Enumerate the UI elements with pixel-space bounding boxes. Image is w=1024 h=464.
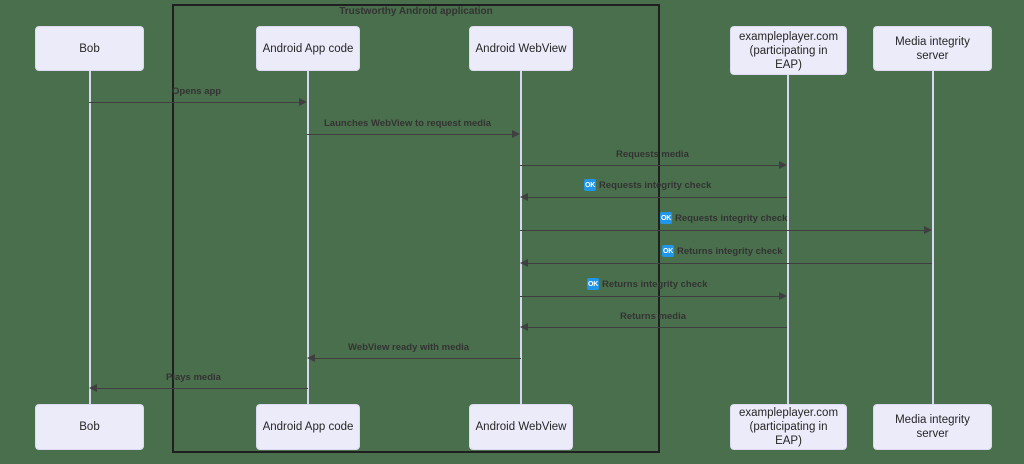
message-text-2: Launches WebView to request media [324,118,492,129]
lifeline-integrity [932,70,934,405]
message-label-opens-app: Opens app [172,86,221,97]
arrow-head-1 [299,98,307,106]
actor-sublabel-player-bottom: (participating in EAP) [749,421,828,447]
message-line-4 [528,197,787,198]
message-line-2 [307,134,512,135]
message-line-8 [528,327,787,328]
arrow-head-7 [779,292,787,300]
actor-box-player-bottom[interactable]: exampleplayer.com (participating in EAP) [730,404,847,450]
group-title: Trustworthy Android application [339,6,493,17]
actor-label-player-bottom: exampleplayer.com [738,407,839,419]
message-label-webview-ready-with-media: WebView ready with media [348,342,469,353]
message-label-requests-integrity-check-player: OK Requests integrity check [584,179,711,191]
message-text-8: Returns media [620,311,686,322]
lifeline-app [307,70,309,405]
actor-box-webview-bottom[interactable]: Android WebView [469,404,573,450]
arrow-head-3 [779,161,787,169]
message-line-10 [97,388,308,389]
actor-box-integrity-top[interactable]: Media integrity server [873,26,992,71]
message-label-requests-integrity-check-server: OK Requests integrity check [660,212,787,224]
message-text-1: Opens app [172,86,222,97]
ok-badge-icon-7: OK [587,278,599,290]
actor-label-bob-top: Bob [79,42,100,55]
actor-label-app-bottom: Android App code [262,421,354,433]
actor-label-integrity-bottom: Media integrity server [895,414,970,440]
group-box-trustworthy-android-application [172,4,660,453]
message-text-5: Requests integrity check [675,212,788,224]
ok-badge-icon-4: OK [584,179,596,191]
actor-box-app-bottom[interactable]: Android App code [256,404,360,450]
message-text-3: Requests media [616,149,689,160]
message-line-6 [528,263,932,264]
actor-box-bob-bottom[interactable]: Bob [35,404,144,450]
message-text-6: Returns integrity check [677,245,783,257]
message-line-1 [89,102,299,103]
message-line-7 [520,296,779,297]
actor-box-webview-top[interactable]: Android WebView [469,26,573,71]
arrow-head-2 [512,130,520,138]
message-label-launches-webview: Launches WebView to request media [324,118,491,129]
message-text-7: Returns integrity check [602,278,708,290]
message-text-4: Requests integrity check [599,179,712,191]
actor-box-bob-top[interactable]: Bob [35,26,144,71]
message-label-plays-media: Plays media [166,372,221,383]
actor-label-player-top: exampleplayer.com [738,30,839,43]
actor-label-webview-bottom: Android WebView [475,421,567,433]
arrow-head-9 [307,354,315,362]
actor-label-integrity-top: Media integrity server [895,35,970,62]
actor-box-app-top[interactable]: Android App code [256,26,360,71]
arrow-head-8 [520,323,528,331]
lifeline-bob [89,70,91,405]
message-text-9: WebView ready with media [348,342,470,353]
ok-badge-icon-6: OK [662,245,674,257]
message-label-requests-media: Requests media [616,149,689,160]
message-line-3 [520,165,779,166]
arrow-head-10 [89,384,97,392]
arrow-head-5 [924,226,932,234]
lifeline-webview [520,70,522,405]
arrow-head-4 [520,193,528,201]
actor-sublabel-player-top: (participating in EAP) [749,44,828,71]
message-line-9 [315,358,521,359]
message-label-returns-integrity-check-server: OK Returns integrity check [662,245,783,257]
message-text-10: Plays media [166,372,221,383]
lifeline-player [787,75,789,405]
arrow-head-6 [520,259,528,267]
message-label-returns-media: Returns media [620,311,686,322]
message-line-5 [520,230,924,231]
actor-label-bob-bottom: Bob [79,421,100,433]
actor-label-webview-top: Android WebView [475,42,567,55]
ok-badge-icon-5: OK [660,212,672,224]
actor-box-integrity-bottom[interactable]: Media integrity server [873,404,992,450]
actor-label-app-top: Android App code [262,42,354,55]
actor-box-player-top[interactable]: exampleplayer.com (participating in EAP) [730,26,847,75]
message-label-returns-integrity-check-player: OK Returns integrity check [587,278,708,290]
